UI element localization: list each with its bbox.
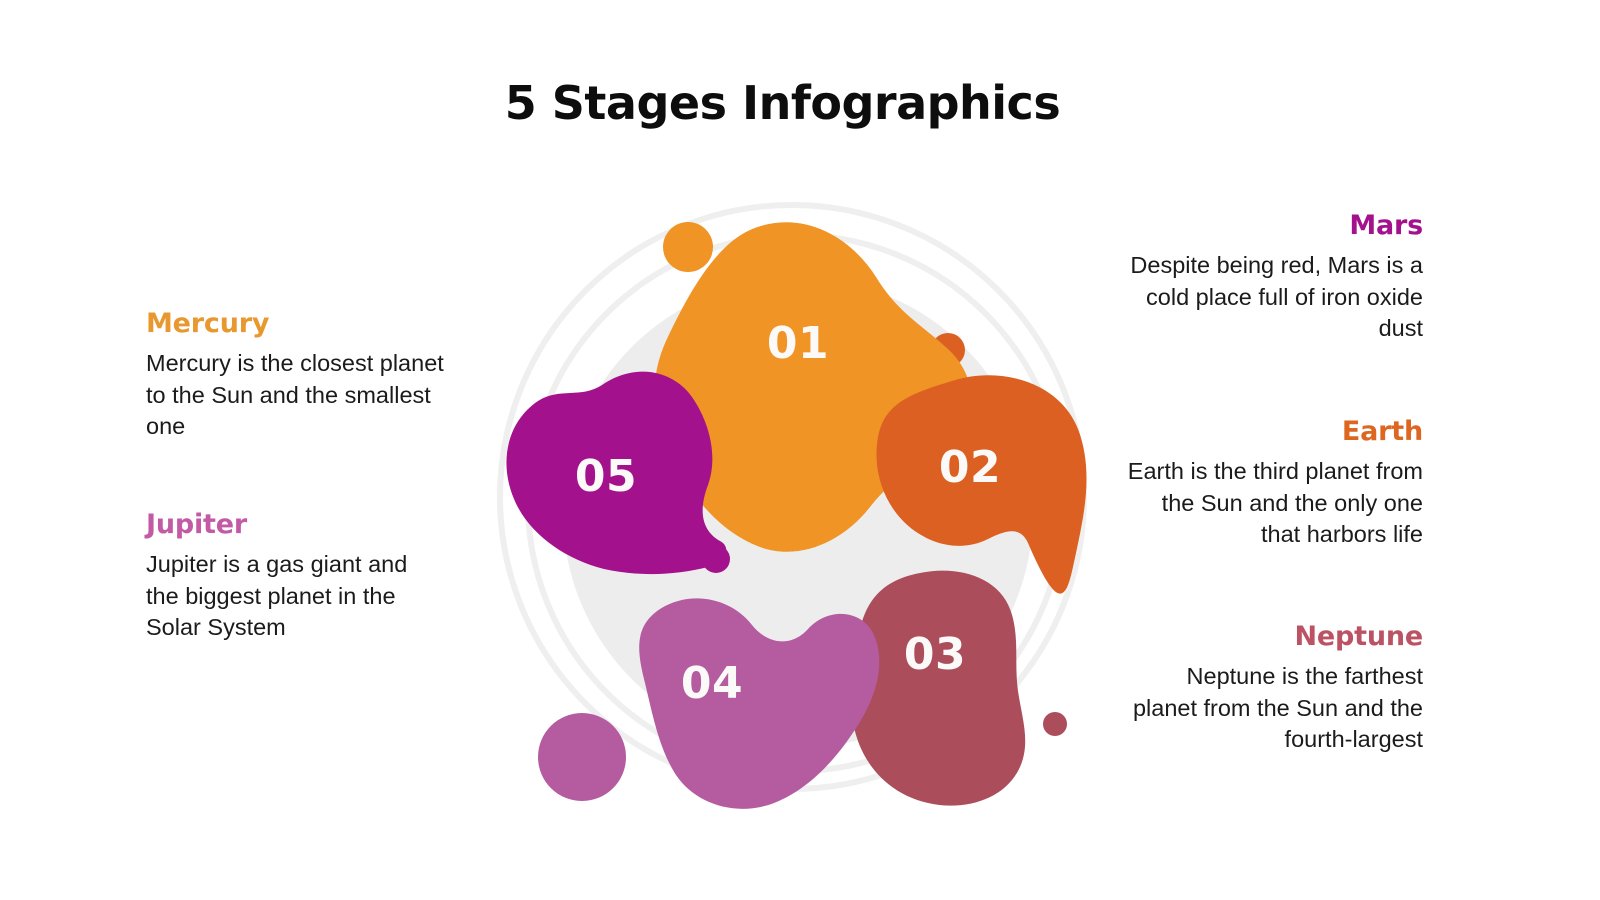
stage-blob-01-number: 01 xyxy=(767,318,829,369)
accent-dot-stage01 xyxy=(663,222,713,272)
stage-body-mars: Despite being red, Mars is a cold place … xyxy=(1130,252,1423,342)
stage-block-mercury: Mercury Mercury is the closest planet to… xyxy=(146,308,446,443)
stage-heading-mars: Mars xyxy=(1349,210,1423,241)
stage-blob-04[interactable]: 04 xyxy=(639,598,880,809)
stage-heading-earth: Earth xyxy=(1341,416,1423,447)
accent-dot-stage04 xyxy=(538,713,626,801)
stage-blob-05-shape xyxy=(506,371,727,575)
stage-block-earth: Earth Earth is the third planet from the… xyxy=(1123,416,1423,551)
stage-heading-mercury: Mercury xyxy=(146,308,270,339)
stage-blob-04-shape xyxy=(639,598,880,809)
stage-body-earth: Earth is the third planet from the Sun a… xyxy=(1127,458,1423,548)
stage-heading-neptune: Neptune xyxy=(1294,621,1424,652)
stage-block-jupiter: Jupiter Jupiter is a gas giant and the b… xyxy=(146,509,446,644)
stage-blob-03-shape xyxy=(850,570,1026,806)
stage-body-mercury: Mercury is the closest planet to the Sun… xyxy=(146,350,444,440)
stage-block-neptune: Neptune Neptune is the farthest planet f… xyxy=(1123,621,1424,756)
stage-blob-02-shape xyxy=(876,375,1087,594)
stage-diagram: 01 02 03 04 05 xyxy=(480,185,1120,825)
accent-dot-stage03 xyxy=(1043,712,1067,736)
page-title: 5 Stages Infographics xyxy=(504,76,1061,130)
stage-blob-02-number: 02 xyxy=(939,442,1001,493)
stage-blob-03[interactable]: 03 xyxy=(850,570,1026,806)
stage-blob-03-number: 03 xyxy=(904,629,966,680)
stage-body-jupiter: Jupiter is a gas giant and the biggest p… xyxy=(146,551,408,641)
stage-blob-02[interactable]: 02 xyxy=(876,375,1087,594)
stage-heading-jupiter: Jupiter xyxy=(146,509,247,540)
stage-block-mars: Mars Despite being red, Mars is a cold p… xyxy=(1123,210,1423,345)
stage-blob-05[interactable]: 05 xyxy=(506,371,727,575)
stage-body-neptune: Neptune is the farthest planet from the … xyxy=(1132,663,1423,753)
stage-blob-04-number: 04 xyxy=(681,658,743,709)
stage-blob-05-number: 05 xyxy=(575,451,637,502)
